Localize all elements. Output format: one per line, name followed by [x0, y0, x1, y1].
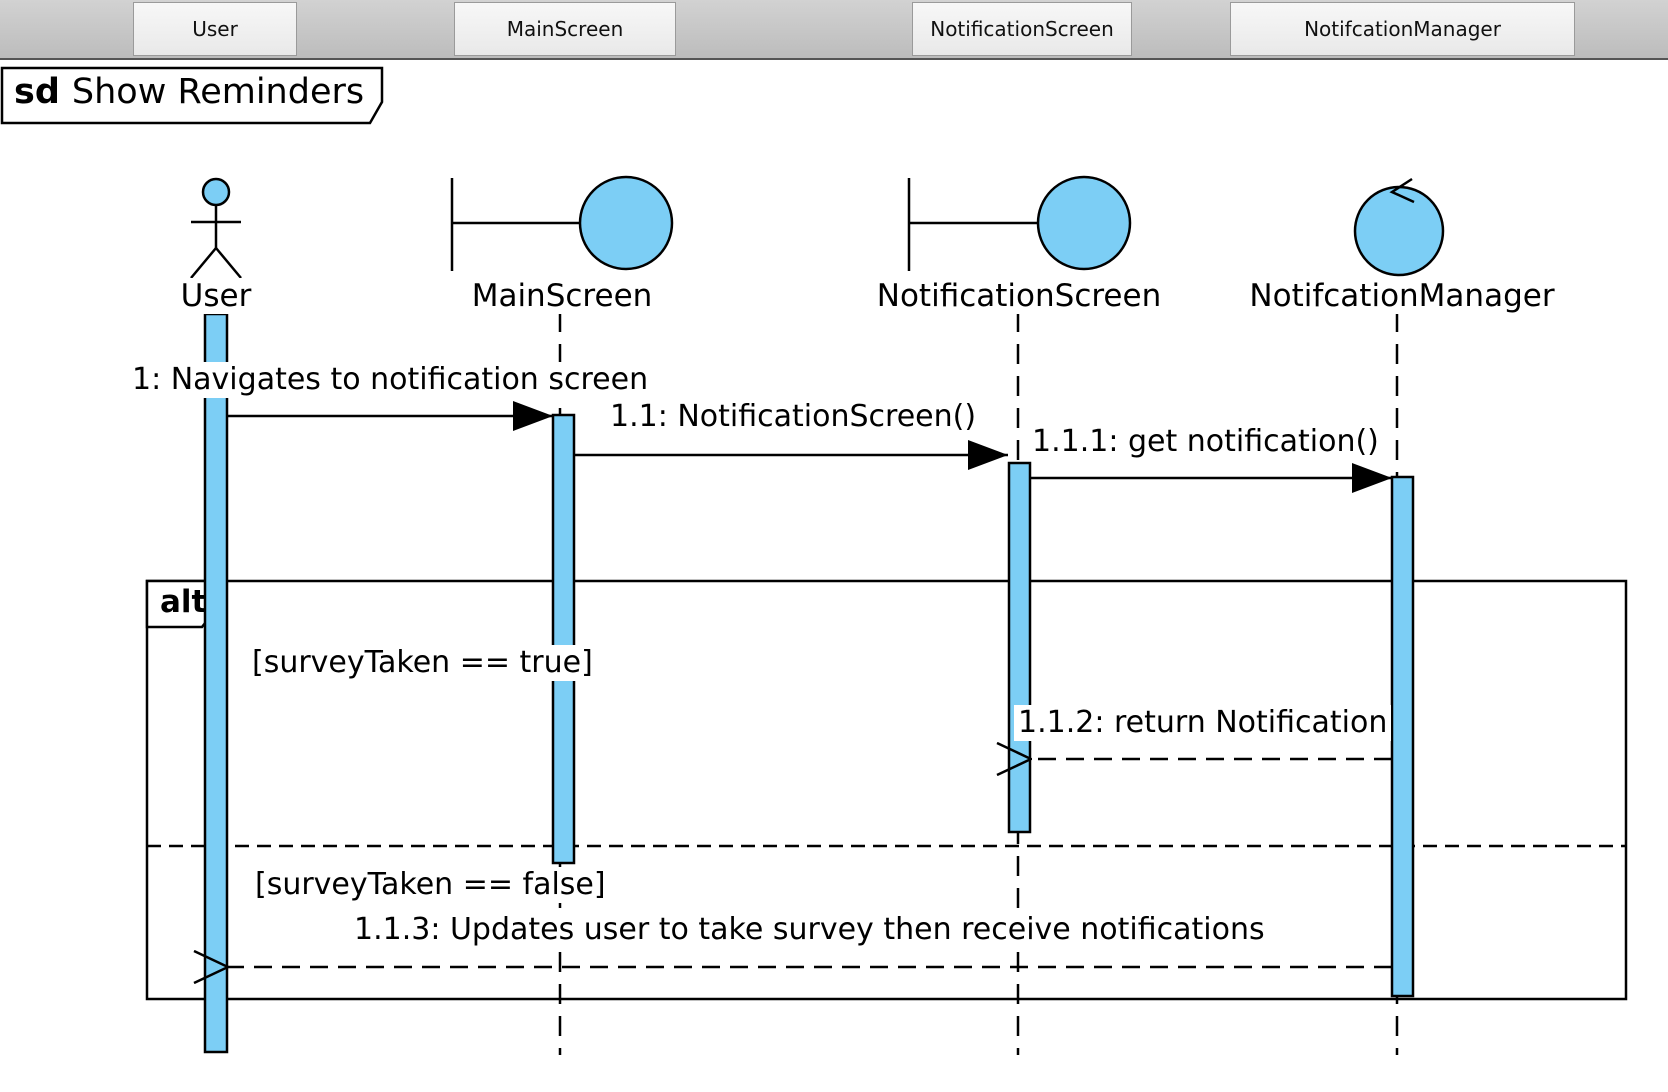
user-activation-bar [203, 312, 229, 1054]
mainscreen-boundary-icon [450, 175, 674, 271]
lifeline-name-notificationmanager: NotifcationManager [1247, 278, 1557, 314]
lifeline-name-mainscreen: MainScreen [469, 278, 655, 314]
notificationscreen-boundary-icon [907, 175, 1132, 271]
alt-fragment-frame [145, 579, 1628, 1001]
header-tab-notificationscreen[interactable]: NotificationScreen [912, 2, 1132, 56]
message-1-1-2-label: 1.1.2: return Notification [1014, 705, 1392, 741]
frame-keyword: sd [14, 72, 60, 112]
header-tab-user[interactable]: User [133, 2, 297, 56]
frame-name: Show Reminders [71, 72, 365, 112]
guard-survey-taken-true: [surveyTaken == true] [248, 645, 597, 681]
notificationmanager-activation-bar [1390, 475, 1415, 998]
alt-operator-label: alt [160, 584, 207, 620]
lifeline-header-bar: User MainScreen NotificationScreen Notif… [0, 0, 1668, 60]
message-1-1-3-label: 1.1.3: Updates user to take survey then … [350, 912, 1269, 948]
lifeline-name-notificationscreen: NotificationScreen [874, 278, 1164, 314]
frame-title-box [0, 66, 384, 125]
message-1-1-label: 1.1: NotificationScreen() [606, 399, 981, 435]
mainscreen-activation-bar [551, 413, 576, 865]
header-tab-notificationmanager[interactable]: NotifcationManager [1230, 2, 1575, 56]
message-1-1-1-label: 1.1.1: get notification() [1028, 424, 1383, 460]
user-actor-icon [190, 177, 242, 279]
message-1-label: 1: Navigates to notification screen [128, 362, 653, 398]
header-tab-mainscreen[interactable]: MainScreen [454, 2, 676, 56]
lifeline-name-user: User [178, 278, 254, 314]
frame-title: sd Show Reminders [14, 72, 364, 112]
notificationscreen-activation-bar [1007, 461, 1032, 834]
guard-survey-taken-false: [surveyTaken == false] [251, 867, 610, 903]
notificationmanager-control-icon [1353, 177, 1445, 277]
